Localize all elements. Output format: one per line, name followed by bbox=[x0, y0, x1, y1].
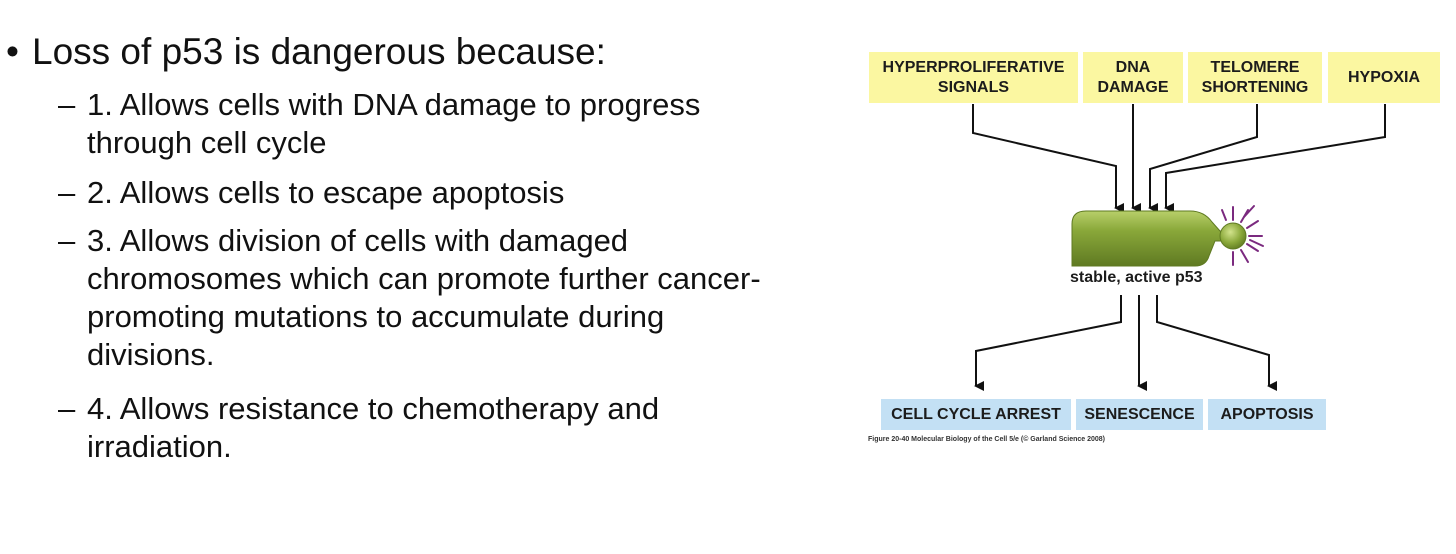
input-label-telomere-shortening: TELOMERE SHORTENING bbox=[1201, 58, 1309, 96]
input-label-hypoxia: HYPOXIA bbox=[1347, 68, 1420, 86]
output-box-apoptosis: APOPTOSIS bbox=[1208, 399, 1326, 430]
flow-arrows bbox=[972, 104, 1386, 391]
arrow-hypoxia bbox=[1164, 104, 1386, 213]
main-bullet-text: Loss of p53 is dangerous because: bbox=[32, 31, 606, 72]
output-box-cell-cycle-arrest: CELL CYCLE ARREST bbox=[881, 399, 1071, 430]
sub-bullet-4-line-1: 4. Allows resistance to chemotherapy and bbox=[87, 391, 660, 426]
sub-bullet-3-line-3: promoting mutations to accumulate during bbox=[87, 299, 665, 334]
sub-bullet-3-line-4: divisions. bbox=[87, 337, 215, 372]
arrow-cell-cycle-arrest bbox=[974, 295, 1122, 391]
arrow-telomere bbox=[1148, 104, 1258, 213]
sub-bullet-2-line-1: 2. Allows cells to escape apoptosis bbox=[87, 175, 565, 210]
dash-glyph: – bbox=[58, 87, 76, 122]
output-label-cell-cycle-arrest: CELL CYCLE ARREST bbox=[891, 405, 1061, 423]
input-label-dna-damage: DNA DAMAGE bbox=[1097, 58, 1169, 96]
dash-glyph: – bbox=[58, 223, 76, 258]
sub-bullet-2: –2. Allows cells to escape apoptosis bbox=[58, 174, 564, 212]
dash-glyph: – bbox=[58, 391, 76, 426]
figure-credit: Figure 20-40 Molecular Biology of the Ce… bbox=[868, 436, 1106, 443]
input-box-hyperproliferative: HYPERPROLIFERATIVE SIGNALS bbox=[869, 52, 1078, 103]
p53-protein-icon bbox=[1071, 205, 1264, 267]
sub-bullet-1-line-2: through cell cycle bbox=[87, 125, 327, 160]
input-box-hypoxia: HYPOXIA bbox=[1328, 52, 1440, 103]
signal-burst-icon bbox=[1221, 205, 1264, 266]
sub-bullet-4-line-2: irradiation. bbox=[87, 429, 232, 464]
p53-pathway-diagram: HYPERPROLIFERATIVE SIGNALS DNA DAMAGE TE… bbox=[860, 40, 1450, 460]
dash-glyph: – bbox=[58, 175, 76, 210]
sub-bullet-3-line-1: 3. Allows division of cells with damaged bbox=[87, 223, 629, 258]
input-box-telomere-shortening: TELOMERE SHORTENING bbox=[1188, 52, 1322, 103]
p53-label: stable, active p53 bbox=[1070, 269, 1203, 286]
output-label-apoptosis: APOPTOSIS bbox=[1220, 405, 1314, 423]
sub-bullet-3: –3. Allows division of cells with damage… bbox=[58, 222, 761, 374]
input-box-dna-damage: DNA DAMAGE bbox=[1083, 52, 1183, 103]
bullet-glyph: • bbox=[6, 31, 19, 72]
arrow-hyperproliferative bbox=[972, 104, 1124, 213]
arrow-apoptosis bbox=[1156, 295, 1277, 391]
main-bullet: • Loss of p53 is dangerous because: bbox=[6, 30, 606, 74]
output-label-senescence: SENESCENCE bbox=[1084, 405, 1195, 423]
sub-bullet-1-line-1: 1. Allows cells with DNA damage to progr… bbox=[87, 87, 701, 122]
input-label-hyperproliferative: HYPERPROLIFERATIVE SIGNALS bbox=[882, 58, 1065, 96]
output-box-senescence: SENESCENCE bbox=[1076, 399, 1203, 430]
sub-bullet-3-line-2: chromosomes which can promote further ca… bbox=[87, 261, 761, 296]
sub-bullet-1: –1. Allows cells with DNA damage to prog… bbox=[58, 86, 700, 162]
sub-bullet-4: –4. Allows resistance to chemotherapy an… bbox=[58, 390, 659, 466]
